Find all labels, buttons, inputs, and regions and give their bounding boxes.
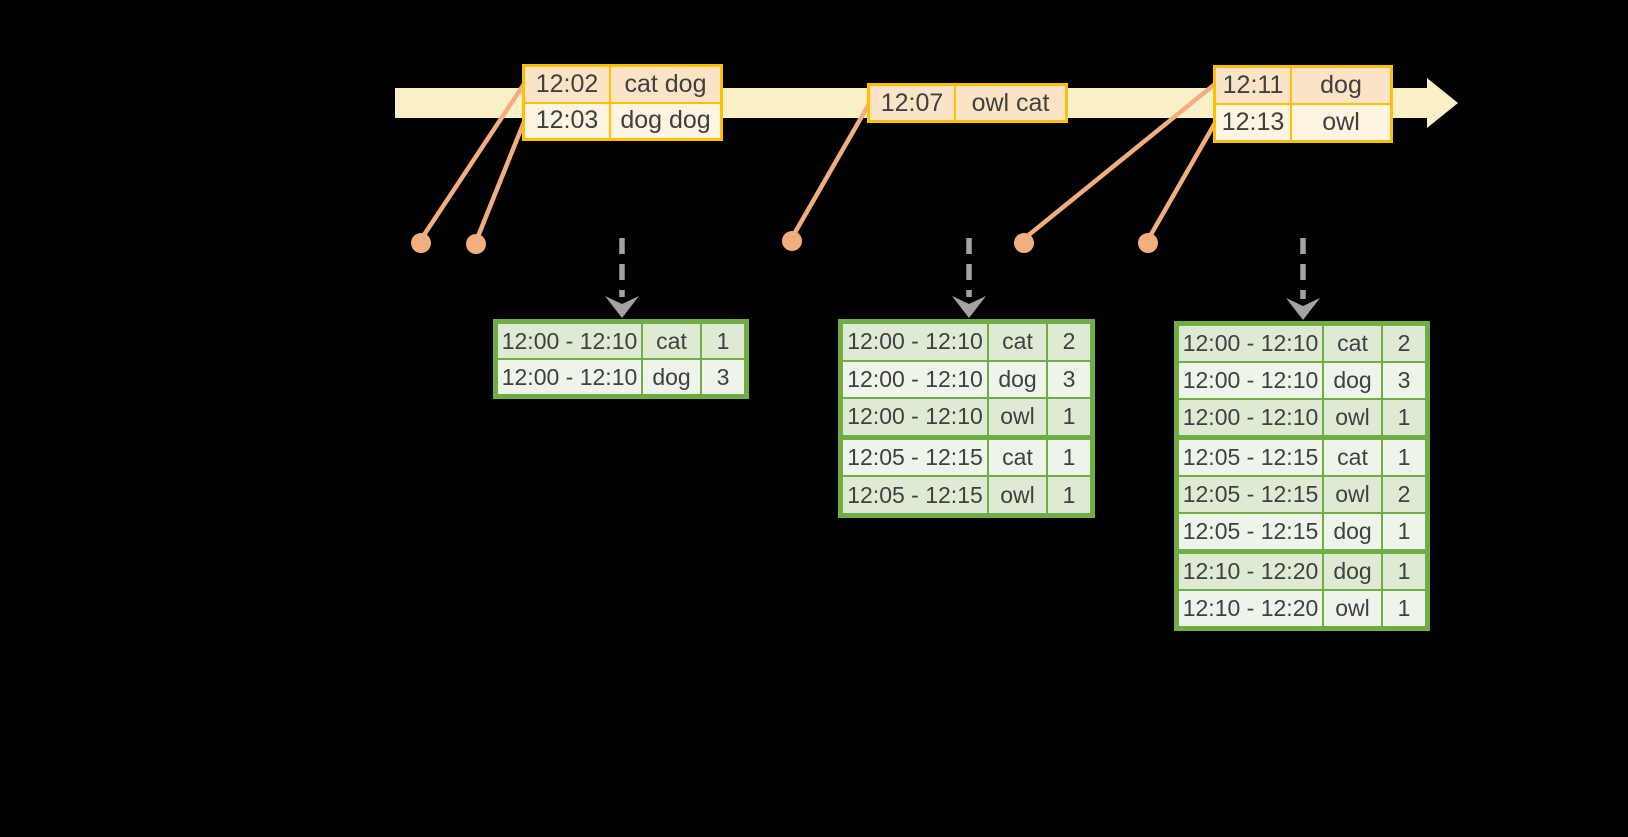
event-words-cell: dog (1290, 68, 1390, 103)
result-count-cell: 2 (1046, 324, 1090, 360)
result-count-cell: 3 (1046, 361, 1090, 398)
result-window-cell: 12:00 - 12:10 (501, 327, 638, 354)
result-word-cell: owl (987, 477, 1046, 513)
result-word-cell: dog (987, 361, 1046, 398)
event-time-dot (1138, 233, 1158, 253)
result-window-cell: 12:00 - 12:10 (501, 363, 638, 390)
event-connector-line (1147, 121, 1217, 240)
result-word-cell: dog (1322, 554, 1381, 589)
result-word-cell: cat (641, 324, 700, 358)
result-count-cell: 3 (700, 360, 744, 394)
result-count-cell: 1 (1046, 477, 1090, 513)
event-time-cell: 12:07 (880, 88, 944, 117)
result-count-cell: 1 (1381, 514, 1425, 549)
result-count-cell: 1 (1381, 440, 1425, 475)
event-connector-line (474, 121, 527, 240)
result-window-cell: 12:05 - 12:15 (847, 481, 983, 508)
result-window-cell: 12:05 - 12:15 (1182, 481, 1319, 507)
result-word-cell: cat (987, 324, 1046, 360)
event-connector-line (1023, 82, 1217, 240)
event-time-dot (466, 234, 486, 254)
result-window-cell: 12:00 - 12:10 (1182, 330, 1319, 356)
result-window-cell: 12:00 - 12:10 (847, 365, 983, 392)
event-words-cell: cat dog (609, 67, 720, 102)
trigger-arrow (605, 238, 639, 318)
trigger-arrow (1286, 238, 1320, 320)
result-word-cell: owl (1322, 400, 1381, 435)
event-row: 12:07 owl cat (870, 86, 1065, 120)
event-table: 12:07 owl cat (867, 83, 1068, 123)
event-time-cell: 12:03 (535, 106, 599, 135)
result-word-cell: owl (987, 399, 1046, 435)
result-window-cell: 12:00 - 12:10 (847, 328, 983, 355)
event-words-cell: owl (1290, 105, 1390, 140)
result-window-cell: 12:00 - 12:10 (847, 403, 983, 430)
result-window-cell: 12:00 - 12:10 (1182, 404, 1319, 430)
event-time-dot (782, 231, 802, 251)
result-window-cell: 12:10 - 12:20 (1182, 595, 1319, 621)
result-count-cell: 1 (1046, 399, 1090, 435)
event-time-cell: 12:11 (1222, 71, 1284, 99)
result-word-cell: dog (1322, 514, 1381, 549)
result-word-cell: cat (1322, 440, 1381, 475)
event-words-cell: dog dog (609, 103, 720, 138)
event-connector-line (791, 102, 871, 238)
result-word-cell: dog (641, 360, 700, 394)
event-time-dot (411, 233, 431, 253)
event-connector-line (420, 82, 526, 240)
event-row: 12:02 cat dog (525, 67, 720, 102)
event-time-cell: 12:13 (1221, 108, 1285, 136)
event-time-dot (1014, 233, 1034, 253)
result-count-cell: 2 (1381, 477, 1425, 512)
result-word-cell: cat (987, 439, 1046, 476)
result-window-cell: 12:05 - 12:15 (1182, 444, 1319, 470)
result-count-cell: 3 (1381, 363, 1425, 398)
result-word-cell: cat (1322, 326, 1381, 361)
event-words-cell: owl cat (954, 86, 1065, 120)
result-word-cell: owl (1322, 477, 1381, 512)
result-word-cell: dog (1322, 363, 1381, 398)
result-window-cell: 12:05 - 12:15 (847, 444, 983, 471)
event-row: 12:03 dog dog (525, 101, 720, 138)
result-count-cell: 1 (1381, 400, 1425, 435)
result-count-cell: 1 (1046, 439, 1090, 476)
result-window-cell: 12:05 - 12:15 (1182, 518, 1319, 544)
trigger-arrow (952, 238, 986, 318)
result-count-cell: 1 (700, 324, 744, 358)
result-count-cell: 1 (1381, 554, 1425, 589)
event-table: 12:02 cat dog 12:03 dog dog (522, 64, 723, 141)
result-window-cell: 12:00 - 12:10 (1182, 367, 1319, 393)
result-count-cell: 1 (1381, 591, 1425, 626)
result-count-cell: 2 (1381, 326, 1425, 361)
result-word-cell: owl (1322, 591, 1381, 626)
result-window-cell: 12:10 - 12:20 (1182, 558, 1319, 584)
event-time-cell: 12:02 (535, 69, 599, 98)
